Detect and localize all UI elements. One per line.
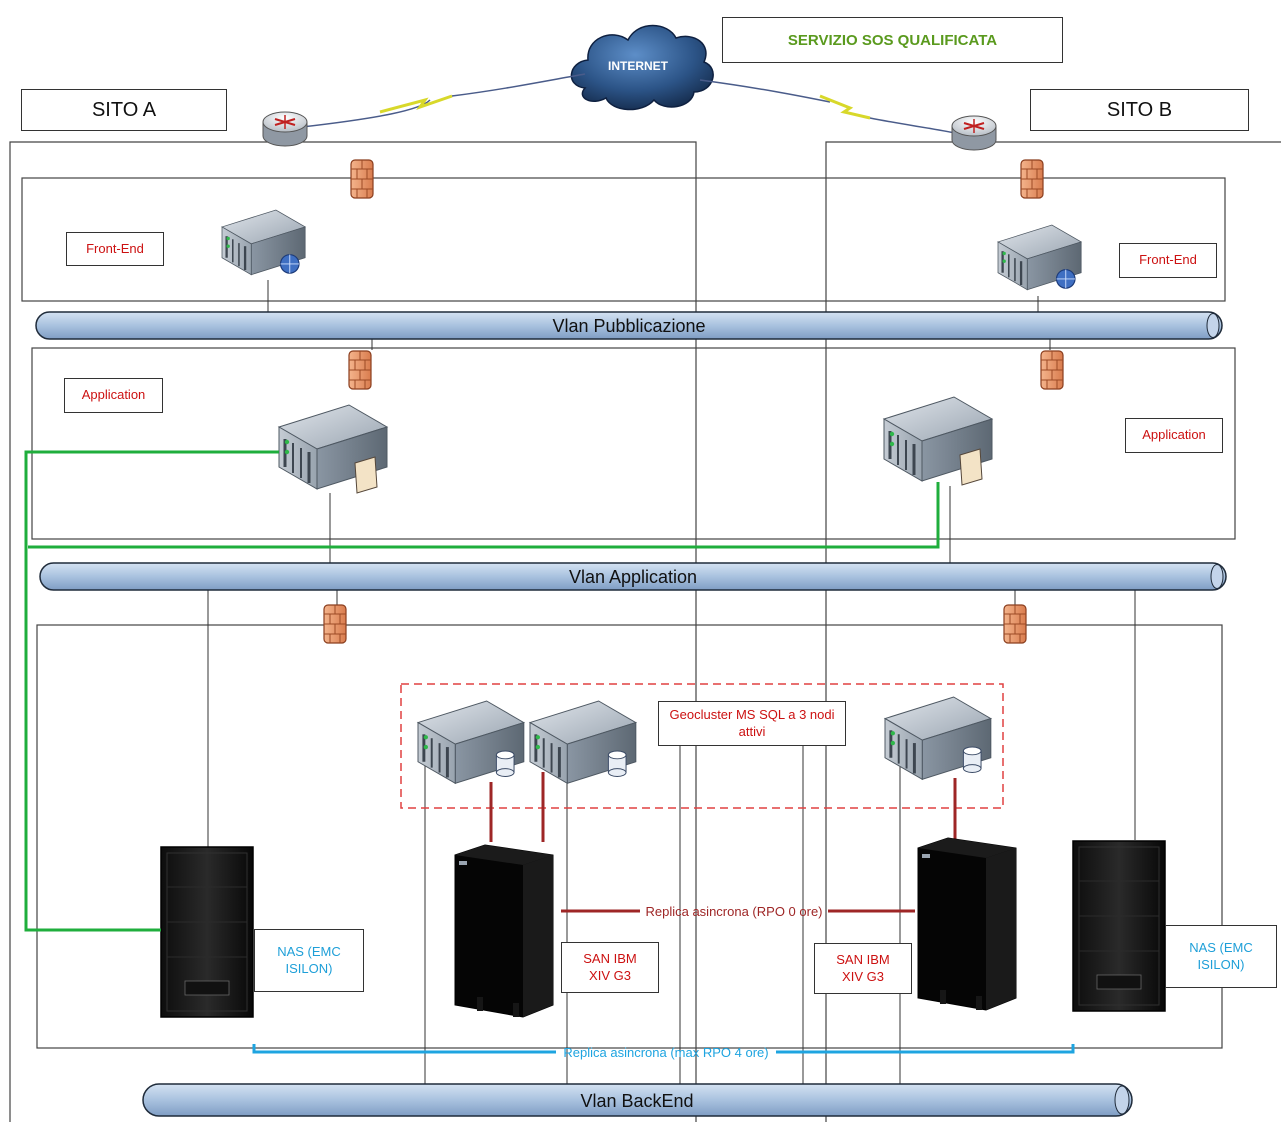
firewall-icon — [1040, 350, 1064, 390]
san-replication-label: Replica asincrona (RPO 0 ore) — [645, 904, 822, 919]
front-end-label-b: Front-End — [1119, 243, 1217, 278]
nas-access-link — [24, 450, 940, 932]
san-fc-links — [489, 772, 957, 842]
geocluster-label: Geocluster MS SQL a 3 nodi attivi — [658, 701, 846, 746]
internet-link-site-a — [301, 73, 586, 128]
vlan-application-label: Vlan Application — [569, 567, 697, 587]
site-a-frame — [9, 141, 697, 1122]
application-tier-frame — [31, 347, 1236, 540]
front-end-tier-frame — [21, 177, 1226, 302]
app-server-icon — [882, 395, 994, 486]
application-label-b: Application — [1125, 418, 1223, 453]
san-label-a: SAN IBM XIV G3 — [561, 942, 659, 993]
db-server-icon — [528, 699, 638, 785]
san-replication-link: Replica asincrona (RPO 0 ore) — [561, 904, 915, 919]
internet-link-site-b — [699, 79, 956, 134]
storage-rack-icon — [160, 846, 254, 1018]
internet-cloud: INTERNET — [570, 24, 714, 111]
web-server-icon — [220, 208, 307, 276]
lightning-link-icon — [819, 94, 871, 120]
db-server-icon — [416, 699, 526, 785]
lightning-link-icon — [379, 94, 453, 114]
vlan-backend-label: Vlan BackEnd — [580, 1091, 693, 1111]
firewall-icon — [1003, 604, 1027, 644]
vlan-application-bar[interactable]: Vlan Application — [39, 562, 1227, 591]
service-title: SERVIZIO SOS QUALIFICATA — [722, 17, 1063, 63]
router-icon — [951, 115, 997, 151]
internet-label: INTERNET — [608, 59, 669, 73]
storage-rack-icon — [454, 844, 554, 1018]
nas-label-b: NAS (EMC ISILON) — [1165, 925, 1277, 988]
db-server-icon — [883, 695, 993, 781]
firewall-icon — [1020, 159, 1044, 199]
vlan-backend-bar[interactable]: Vlan BackEnd — [142, 1083, 1133, 1117]
backend-tier-frame — [36, 624, 1223, 1049]
firewall-icon — [323, 604, 347, 644]
site-b-frame — [825, 141, 1281, 1122]
application-label-a: Application — [64, 378, 163, 413]
firewall-icon — [350, 159, 374, 199]
router-icon — [262, 111, 308, 147]
web-server-icon — [996, 223, 1083, 291]
vlan-pubblicazione-bar[interactable]: Vlan Pubblicazione — [35, 311, 1223, 340]
nas-replication-link: Replica asincrona (max RPO 4 ore) — [252, 1044, 1075, 1060]
site-b-label: SITO B — [1030, 89, 1249, 131]
cloud-icon — [570, 24, 714, 111]
nas-label-a: NAS (EMC ISILON) — [254, 929, 364, 992]
geocluster-boundary — [400, 683, 1004, 809]
storage-rack-icon — [1072, 840, 1166, 1012]
site-a-label: SITO A — [21, 89, 227, 131]
storage-rack-icon — [917, 837, 1017, 1011]
app-server-icon — [277, 403, 389, 494]
firewall-icon — [348, 350, 372, 390]
san-label-b: SAN IBM XIV G3 — [814, 943, 912, 994]
vlan-pubblicazione-label: Vlan Pubblicazione — [552, 316, 705, 336]
nas-replication-label: Replica asincrona (max RPO 4 ore) — [563, 1045, 768, 1060]
front-end-label-a: Front-End — [66, 232, 164, 266]
